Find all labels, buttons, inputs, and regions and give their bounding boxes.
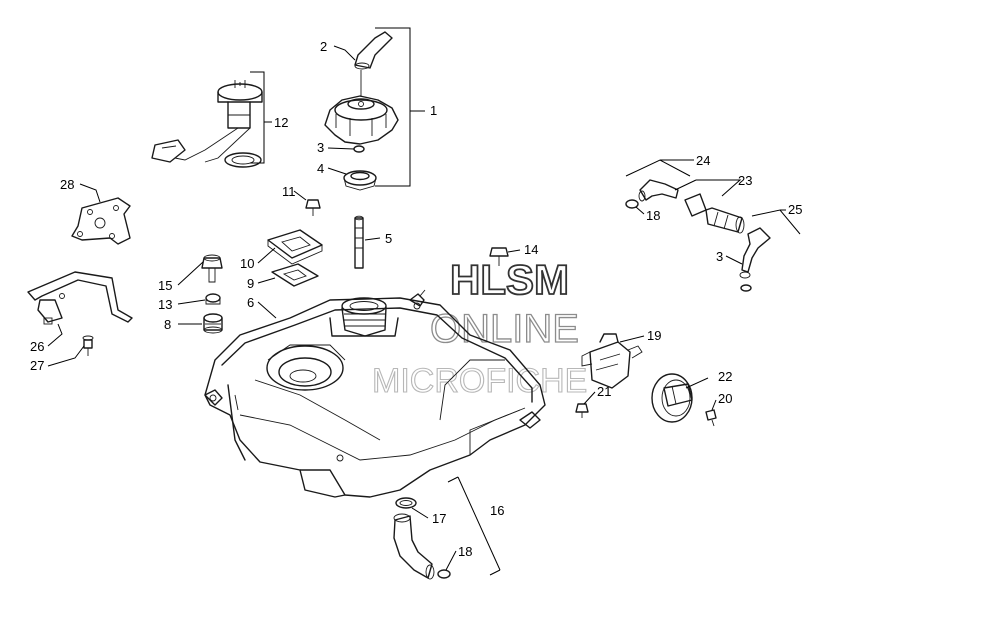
callout-1: 1 xyxy=(430,103,437,118)
fuel-filter xyxy=(684,193,745,234)
watermark-line-3: MICROFICHE xyxy=(372,362,587,400)
callout-25: 25 xyxy=(788,202,802,217)
callout-10: 10 xyxy=(240,256,254,271)
callout-3a: 3 xyxy=(317,140,324,155)
vent-tube xyxy=(354,215,364,269)
callout-6: 6 xyxy=(247,295,254,310)
vent-hose xyxy=(354,31,393,70)
watermark: HLSM ONLINE MICROFICHE xyxy=(371,255,587,400)
valve-knob xyxy=(651,373,693,423)
callout-16: 16 xyxy=(490,503,504,518)
callout-5: 5 xyxy=(385,231,392,246)
callout-27: 27 xyxy=(30,358,44,373)
callout-12: 12 xyxy=(274,115,288,130)
callout-4: 4 xyxy=(317,161,324,176)
callout-labels: 1 2 3 4 5 6 8 9 10 11 12 13 14 15 16 17 … xyxy=(30,39,802,559)
gasket xyxy=(343,170,377,191)
callout-13: 13 xyxy=(158,297,172,312)
fuel-cap xyxy=(324,70,399,145)
lower-hose xyxy=(393,513,435,580)
fuel-pump-sender xyxy=(151,80,263,168)
fuel-tank xyxy=(204,289,546,498)
callout-14: 14 xyxy=(524,242,538,257)
callout-3b: 3 xyxy=(716,249,723,264)
clamp-3b xyxy=(740,284,752,292)
bolt-15 xyxy=(201,254,223,283)
callout-19: 19 xyxy=(647,328,661,343)
callout-20: 20 xyxy=(718,391,732,406)
callout-28: 28 xyxy=(60,177,74,192)
callout-23: 23 xyxy=(738,173,752,188)
gasket-10 xyxy=(267,229,323,265)
callout-2: 2 xyxy=(320,39,327,54)
hose-25 xyxy=(739,227,771,279)
callout-17: 17 xyxy=(432,511,446,526)
watermark-line-1: HLSM xyxy=(450,256,569,303)
clamp-17 xyxy=(395,497,417,509)
screw-20 xyxy=(705,409,717,427)
watermark-line-2: ONLINE xyxy=(430,307,579,351)
filler-neck xyxy=(329,297,399,337)
grommet-13 xyxy=(205,293,221,305)
mounting-plate xyxy=(71,197,131,245)
callout-18b: 18 xyxy=(458,544,472,559)
tank-bracket xyxy=(27,271,133,325)
clamp xyxy=(353,145,365,153)
screw-14 xyxy=(489,247,509,266)
callout-21: 21 xyxy=(597,384,611,399)
fuel-valve xyxy=(581,333,643,389)
screw-11 xyxy=(305,199,321,216)
grommet-8 xyxy=(203,313,223,334)
clamp-18a xyxy=(625,199,639,209)
callout-26: 26 xyxy=(30,339,44,354)
callout-15: 15 xyxy=(158,278,172,293)
hose-24 xyxy=(638,179,679,202)
callout-22: 22 xyxy=(718,369,732,384)
gasket-9 xyxy=(271,263,319,287)
clamp-18b xyxy=(437,569,451,579)
leader-lines xyxy=(47,27,801,576)
callout-24: 24 xyxy=(696,153,710,168)
callout-9: 9 xyxy=(247,276,254,291)
screw-21 xyxy=(575,403,589,418)
callout-8: 8 xyxy=(164,317,171,332)
callout-18a: 18 xyxy=(646,208,660,223)
callout-11: 11 xyxy=(282,184,296,199)
bolt-27 xyxy=(82,335,94,356)
